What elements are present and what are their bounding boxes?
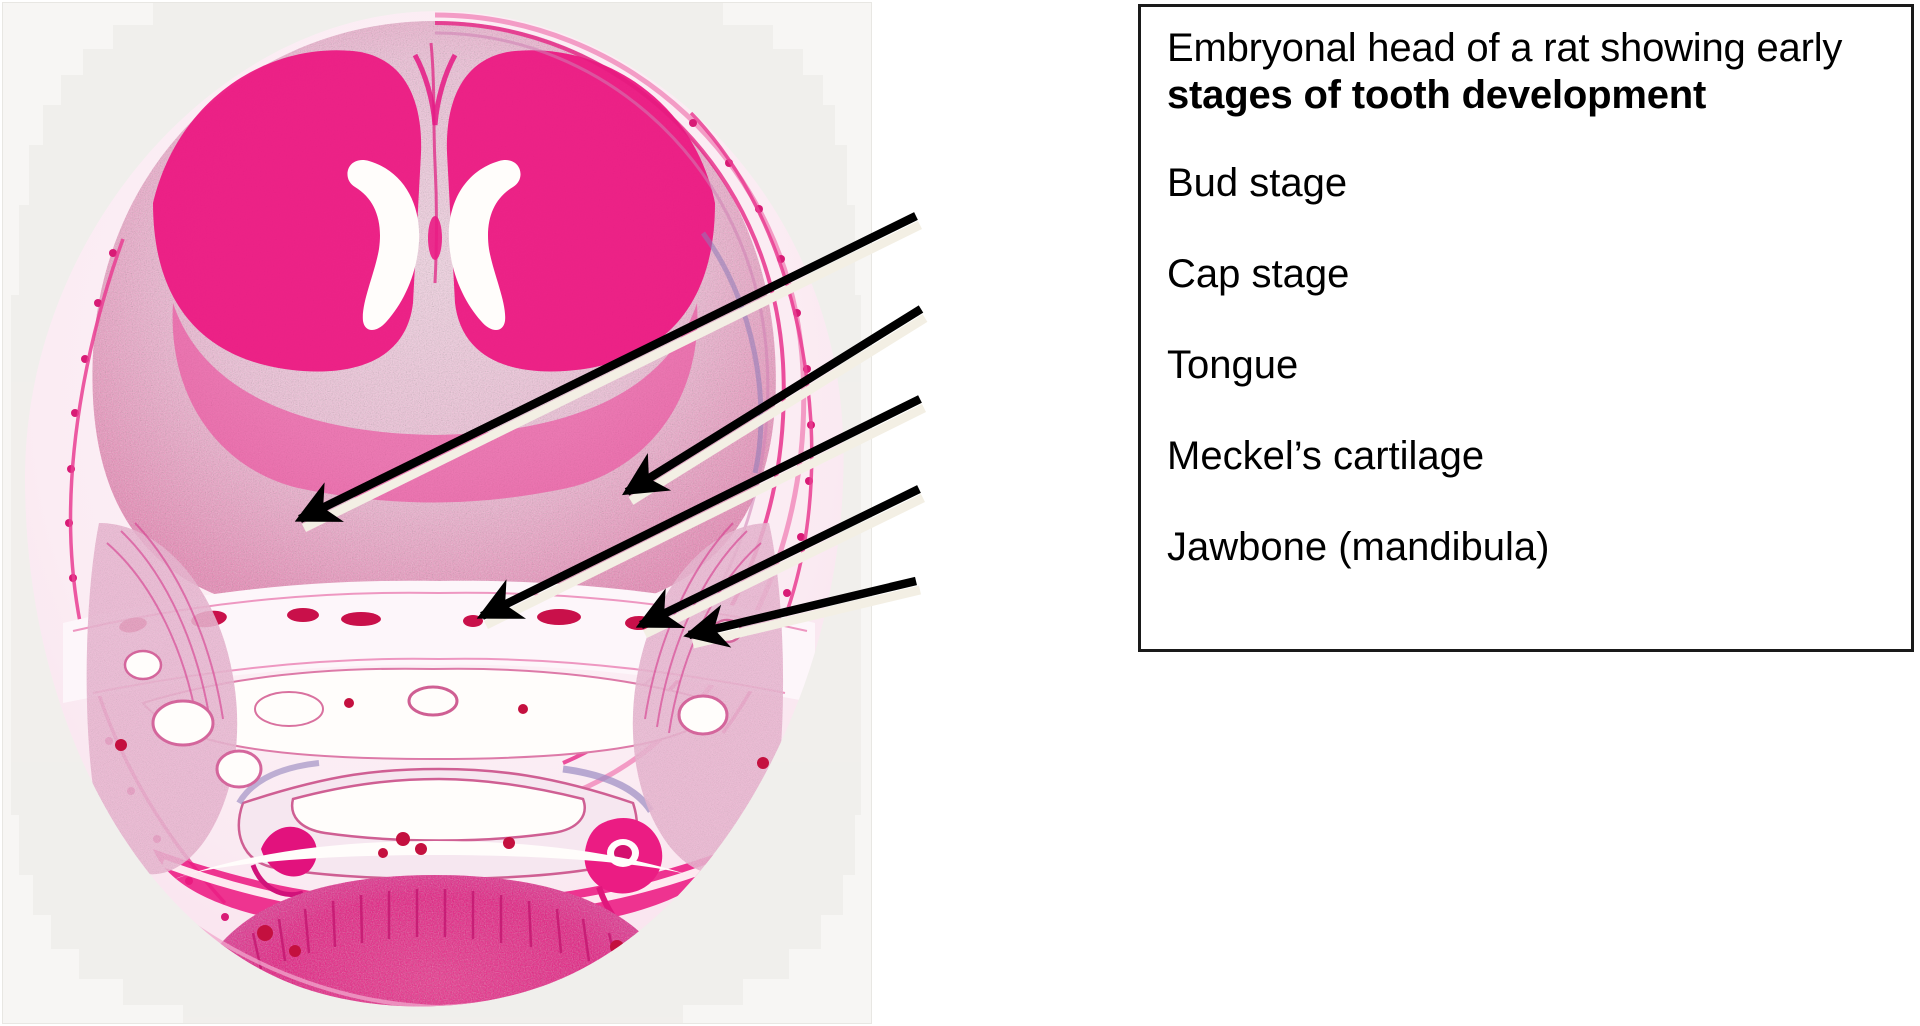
histology-section-graphic bbox=[3, 3, 871, 1023]
legend-item-bud-stage[interactable]: Bud stage bbox=[1167, 161, 1348, 205]
legend-item-jawbone[interactable]: Jawbone (mandibula) bbox=[1167, 525, 1550, 569]
legend-title: Embryonal head of a rat showing early st… bbox=[1167, 25, 1867, 119]
legend-item-cap-stage[interactable]: Cap stage bbox=[1167, 252, 1350, 296]
tongue-structure bbox=[204, 875, 668, 1007]
histology-micrograph-panel bbox=[2, 2, 872, 1024]
legend-title-regular: Embryonal head of a rat showing early bbox=[1167, 26, 1843, 70]
legend-item-meckels-cartilage[interactable]: Meckel’s cartilage bbox=[1167, 434, 1485, 478]
annotation-legend-box: Embryonal head of a rat showing early st… bbox=[1138, 4, 1914, 652]
legend-item-tongue[interactable]: Tongue bbox=[1167, 343, 1299, 387]
legend-item-list: Bud stage Cap stage Tongue Meckel’s cart… bbox=[1167, 161, 1885, 616]
histology-image bbox=[3, 3, 871, 1023]
legend-title-bold: stages of tooth development bbox=[1167, 73, 1707, 117]
